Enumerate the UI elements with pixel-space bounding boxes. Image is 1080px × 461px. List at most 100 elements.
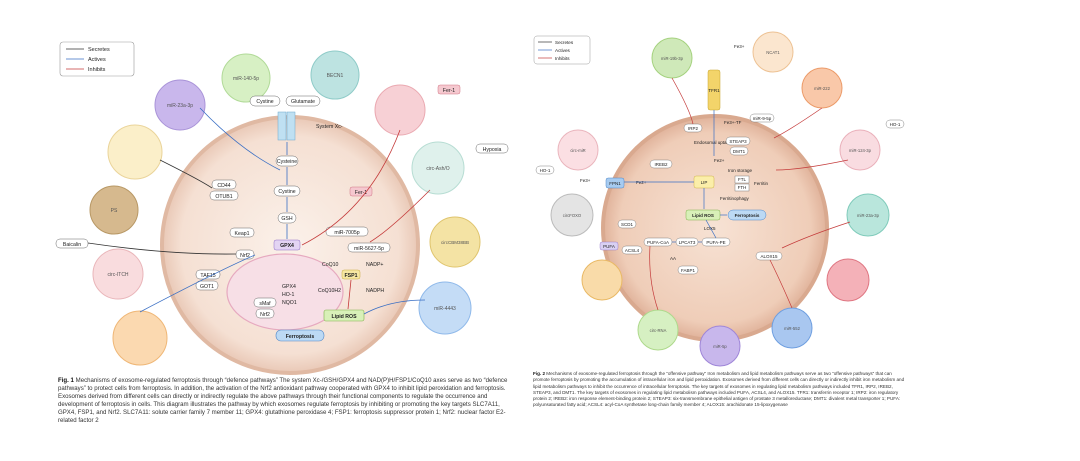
svg-text:miR-5p: miR-5p [713, 344, 727, 349]
exosome-cells: miR-23a-3p miR-140-5p BECN1 circ-Ash/O P… [89, 50, 481, 366]
svg-text:miR-23a-3p: miR-23a-3p [167, 103, 193, 109]
svg-text:miR-552: miR-552 [784, 326, 800, 331]
svg-text:Actives: Actives [555, 48, 571, 53]
figure-2-caption-text: Mechanisms of exosome-regulated ferropto… [533, 371, 905, 408]
legend-secretes: Secretes [88, 47, 110, 53]
svg-text:miR-23a-3p: miR-23a-3p [857, 213, 880, 218]
svg-text:System Xc-: System Xc- [316, 124, 343, 130]
pathway-arrows [87, 107, 431, 315]
legend: Secretes Actives Inhibits [59, 41, 135, 77]
pathway-arrows-fig2 [624, 77, 851, 311]
svg-text:NQO1: NQO1 [282, 300, 297, 306]
svg-text:STEAP3: STEAP3 [729, 139, 747, 144]
svg-text:Cysteine: Cysteine [277, 159, 297, 165]
svg-text:FTH: FTH [738, 185, 747, 190]
svg-text:HO-1: HO-1 [540, 168, 551, 173]
svg-text:miR-4443: miR-4443 [434, 306, 456, 312]
svg-text:circFOXO: circFOXO [563, 213, 582, 218]
svg-text:sMaf: sMaf [259, 301, 271, 307]
svg-text:Lipid ROS: Lipid ROS [331, 314, 357, 320]
svg-text:Keap1: Keap1 [234, 231, 249, 237]
svg-text:IREB2: IREB2 [654, 162, 668, 167]
legend-fig2: Secretes Actives Inhibits [533, 35, 591, 65]
svg-text:LOX5: LOX5 [704, 226, 716, 231]
svg-text:Fe3+: Fe3+ [580, 178, 591, 183]
svg-text:miR-140-5p: miR-140-5p [233, 76, 259, 82]
svg-text:FPN1: FPN1 [609, 181, 621, 186]
svg-text:PS: PS [111, 208, 118, 214]
legend-inhibits: Inhibits [88, 67, 106, 73]
svg-text:Baicalin: Baicalin [63, 242, 81, 248]
svg-text:GPX4: GPX4 [280, 243, 294, 249]
svg-text:PUFA: PUFA [603, 244, 615, 249]
svg-text:Inhibits: Inhibits [555, 56, 570, 61]
svg-text:LIP: LIP [701, 180, 708, 185]
svg-text:GSH: GSH [281, 216, 292, 222]
svg-text:miR-5627-5p: miR-5627-5p [354, 246, 384, 252]
svg-text:circ-miR: circ-miR [570, 148, 585, 153]
svg-text:miR-7005p: miR-7005p [334, 230, 359, 236]
svg-text:Fe3+-TF: Fe3+-TF [724, 120, 742, 125]
svg-text:Fer-1: Fer-1 [443, 88, 456, 94]
svg-text:Endosomal uptake: Endosomal uptake [694, 140, 732, 145]
svg-text:IRP2: IRP2 [688, 126, 699, 131]
svg-text:circCBM38BB: circCBM38BB [441, 240, 469, 245]
svg-text:Lipid ROS: Lipid ROS [692, 213, 714, 218]
svg-text:Secretes: Secretes [555, 40, 574, 45]
svg-text:HO-1: HO-1 [282, 292, 295, 298]
figure-1-label: Fig. 1 [58, 377, 74, 384]
svg-text:HO-1: HO-1 [890, 122, 901, 127]
svg-text:TAF15: TAF15 [200, 273, 215, 279]
svg-text:PUFA-CoA: PUFA-CoA [647, 240, 669, 245]
svg-text:miR-19b-3p: miR-19b-3p [661, 56, 684, 61]
svg-text:Ferroptosis: Ferroptosis [286, 334, 315, 340]
svg-text:circ-RNA: circ-RNA [650, 328, 667, 333]
svg-text:Fe2+: Fe2+ [636, 180, 647, 185]
svg-text:Ferritin: Ferritin [754, 181, 768, 186]
legend-actives: Actives [88, 57, 106, 63]
svg-text:NADP+: NADP+ [366, 262, 383, 268]
figure-2-caption: Fig. 2 Mechanisms of exosome-regulated f… [533, 371, 905, 409]
svg-text:SCD1: SCD1 [621, 222, 634, 227]
svg-text:GOT1: GOT1 [200, 284, 214, 290]
pathway-labels: Cystine Glutamate System Xc- Cysteine Cy… [55, 84, 509, 342]
svg-text:NCAT1: NCAT1 [766, 50, 780, 55]
pathway-labels-fig2: TFR1 Fe3+-TF Fe3+ IRP2 miR-9-5p Endosoma… [535, 44, 905, 275]
svg-text:CD44: CD44 [217, 183, 230, 189]
svg-text:Iron storage: Iron storage [728, 168, 753, 173]
svg-text:LPCAT3: LPCAT3 [679, 240, 696, 245]
svg-text:Nrf2: Nrf2 [240, 253, 250, 259]
svg-text:Fer-1: Fer-1 [355, 190, 368, 196]
svg-text:ALOX15: ALOX15 [760, 254, 778, 259]
svg-text:circ-Ash/O: circ-Ash/O [426, 166, 449, 172]
figure-1-caption-text: Mechanisms of exosome-regulated ferropto… [58, 377, 508, 425]
figure-2-label: Fig. 2 [533, 371, 545, 376]
figure-1-caption: Fig. 1 Mechanisms of exosome-regulated f… [58, 377, 513, 426]
svg-text:GPX4: GPX4 [282, 284, 296, 290]
svg-text:miR-124-3p: miR-124-3p [849, 148, 872, 153]
svg-text:Fe3+: Fe3+ [734, 44, 745, 49]
svg-text:DMT1: DMT1 [733, 149, 746, 154]
svg-text:Cystine: Cystine [256, 99, 273, 105]
svg-text:Ferroptosis: Ferroptosis [735, 213, 760, 218]
svg-text:Nrf2: Nrf2 [260, 312, 270, 318]
svg-text:Hypoxia: Hypoxia [483, 147, 502, 153]
figure-1-diagram: Secretes Actives Inhibits miR-23a-3p miR… [55, 41, 509, 375]
svg-text:BECN1: BECN1 [327, 73, 344, 79]
svg-text:AA: AA [670, 256, 676, 261]
svg-text:FSP1: FSP1 [345, 273, 358, 279]
svg-text:CoQ10: CoQ10 [322, 262, 339, 268]
svg-text:ACSL4: ACSL4 [625, 248, 640, 253]
svg-text:miR-222: miR-222 [814, 86, 830, 91]
svg-text:Fe2+: Fe2+ [714, 158, 725, 163]
svg-text:circ-ITCH: circ-ITCH [107, 272, 128, 278]
svg-text:Glutamate: Glutamate [291, 99, 315, 105]
svg-text:NADPH: NADPH [366, 288, 384, 294]
svg-text:FABP1: FABP1 [681, 268, 696, 273]
svg-text:TFR1: TFR1 [708, 88, 720, 93]
svg-text:OTUB1: OTUB1 [215, 194, 232, 200]
svg-text:miR-9-5p: miR-9-5p [753, 116, 772, 121]
svg-text:Cystine: Cystine [278, 189, 295, 195]
svg-text:CoQ10H2: CoQ10H2 [318, 288, 341, 294]
svg-text:Ferritinophagy: Ferritinophagy [720, 196, 750, 201]
